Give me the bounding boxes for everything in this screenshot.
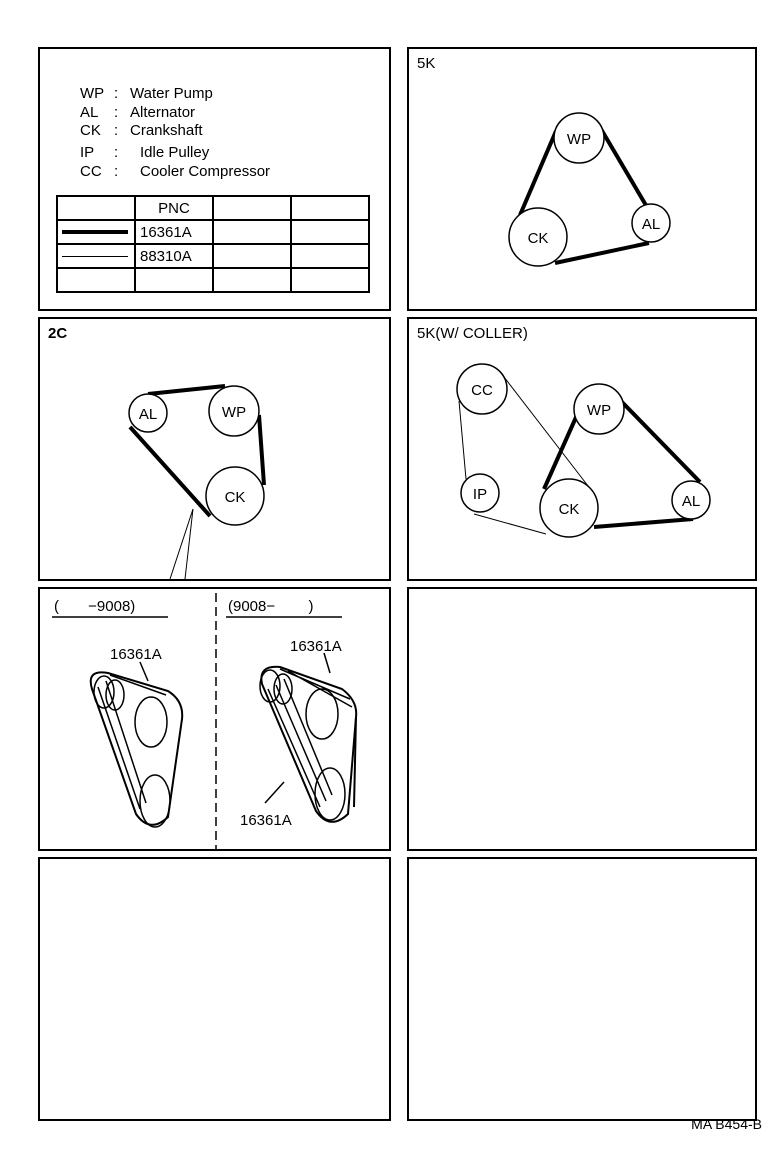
detail-right-part-bottom-label: 16361A — [240, 812, 292, 829]
thin-line-swatch — [62, 255, 128, 257]
pulley-label-al: AL — [682, 493, 700, 510]
panel-empty-right-3 — [407, 587, 757, 851]
detail-left-title: ( −9008) — [54, 598, 135, 615]
legend-code: WP — [80, 85, 105, 102]
belt-diagram-5k-cooler: CC WP IP CK AL — [456, 363, 711, 538]
pulley-label-al: AL — [139, 406, 157, 423]
legend-label: Water Pump — [130, 85, 213, 102]
pnc-header: PNC — [134, 195, 214, 221]
legend-code: CK — [80, 122, 101, 139]
belt-diagram-2c: AL WP CK — [128, 384, 266, 579]
table-row — [56, 267, 370, 293]
legend-code: IP — [80, 144, 95, 161]
legend-label: Cooler Compressor — [140, 163, 271, 180]
legend-code: CC — [80, 163, 102, 180]
table-row: 88310A — [56, 243, 370, 269]
detail-left-part-label: 16361A — [110, 646, 162, 663]
panel-empty-right-4 — [407, 857, 757, 1121]
legend-label: Idle Pulley — [140, 144, 210, 161]
legend-panel: WP : Water Pump AL : Alternator CK : Cra… — [38, 47, 391, 311]
pnc-value: 16361A — [134, 219, 214, 245]
pulley-label-wp: WP — [222, 404, 246, 421]
legend-label: Crankshaft — [130, 122, 203, 139]
legend-code: AL — [80, 104, 99, 121]
panel-2c: 2C AL WP CK — [38, 317, 391, 581]
figure-reference-code: MA B454-B — [691, 1116, 762, 1132]
table-row: PNC — [56, 195, 370, 221]
table-row: 16361A — [56, 219, 370, 245]
panel-5k: 5K WP AL CK — [407, 47, 757, 311]
pulley-label-ck: CK — [528, 230, 549, 247]
belt-diagram-5k: WP AL CK — [508, 112, 671, 267]
panel-title: 2C — [48, 325, 68, 342]
panel-empty-left-4 — [38, 857, 391, 1121]
pulley-label-wp: WP — [567, 131, 591, 148]
pulley-label-al: AL — [642, 216, 660, 233]
panel-belt-detail: ( −9008) (9008− ) 16361A 16361A — [38, 587, 391, 851]
thick-line-swatch — [62, 230, 128, 234]
panel-5k-with-cooler: 5K(W/ COLLER) CC WP IP CK AL — [407, 317, 757, 581]
belt-detail-diagram: ( −9008) (9008− ) 16361A 16361A — [52, 593, 358, 849]
pulley-label-cc: CC — [471, 382, 493, 399]
pulley-label-ck: CK — [559, 501, 580, 518]
panel-title: 5K(W/ COLLER) — [417, 325, 528, 342]
legend-label: Alternator — [130, 104, 196, 121]
pulley-label-wp: WP — [587, 402, 611, 419]
detail-right-part-top-label: 16361A — [290, 638, 342, 655]
pnc-table: PNC 16361A 88310A — [56, 195, 370, 293]
pulley-label-ip: IP — [473, 486, 487, 503]
pulley-label-ck: CK — [225, 489, 246, 506]
pnc-value: 88310A — [134, 243, 214, 269]
panel-title: 5K — [417, 55, 436, 72]
detail-right-title: (9008− ) — [228, 598, 313, 615]
